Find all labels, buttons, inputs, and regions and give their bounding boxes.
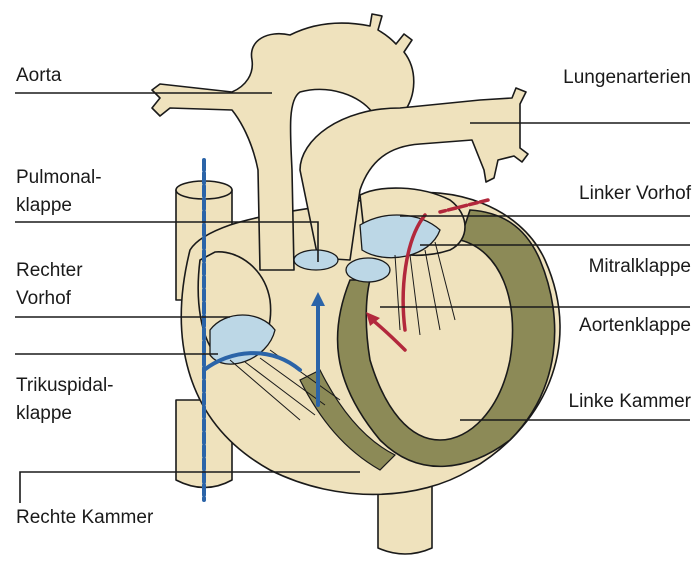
label-aortenklappe: Aortenklappe	[579, 314, 691, 338]
label-lungenarterien: Lungenarterien	[563, 66, 691, 90]
label-trikuspidalklappe-line2: klappe	[16, 402, 72, 426]
label-rechter-vorhof-line1: Rechter	[16, 259, 83, 283]
aortic-valve-shape	[346, 258, 390, 282]
label-pulmonalklappe-line2: klappe	[16, 194, 72, 218]
label-trikuspidalklappe-line1: Trikuspidal-	[16, 374, 114, 398]
label-linke-kammer: Linke Kammer	[569, 390, 692, 414]
label-pulmonalklappe-line1: Pulmonal-	[16, 166, 102, 190]
pulmonary-valve-shape	[294, 250, 338, 270]
label-linker-vorhof: Linker Vorhof	[579, 182, 691, 206]
label-rechte-kammer: Rechte Kammer	[16, 506, 153, 530]
label-rechter-vorhof-line2: Vorhof	[16, 287, 71, 311]
label-mitralklappe: Mitralklappe	[589, 255, 691, 279]
label-aorta: Aorta	[16, 64, 61, 88]
